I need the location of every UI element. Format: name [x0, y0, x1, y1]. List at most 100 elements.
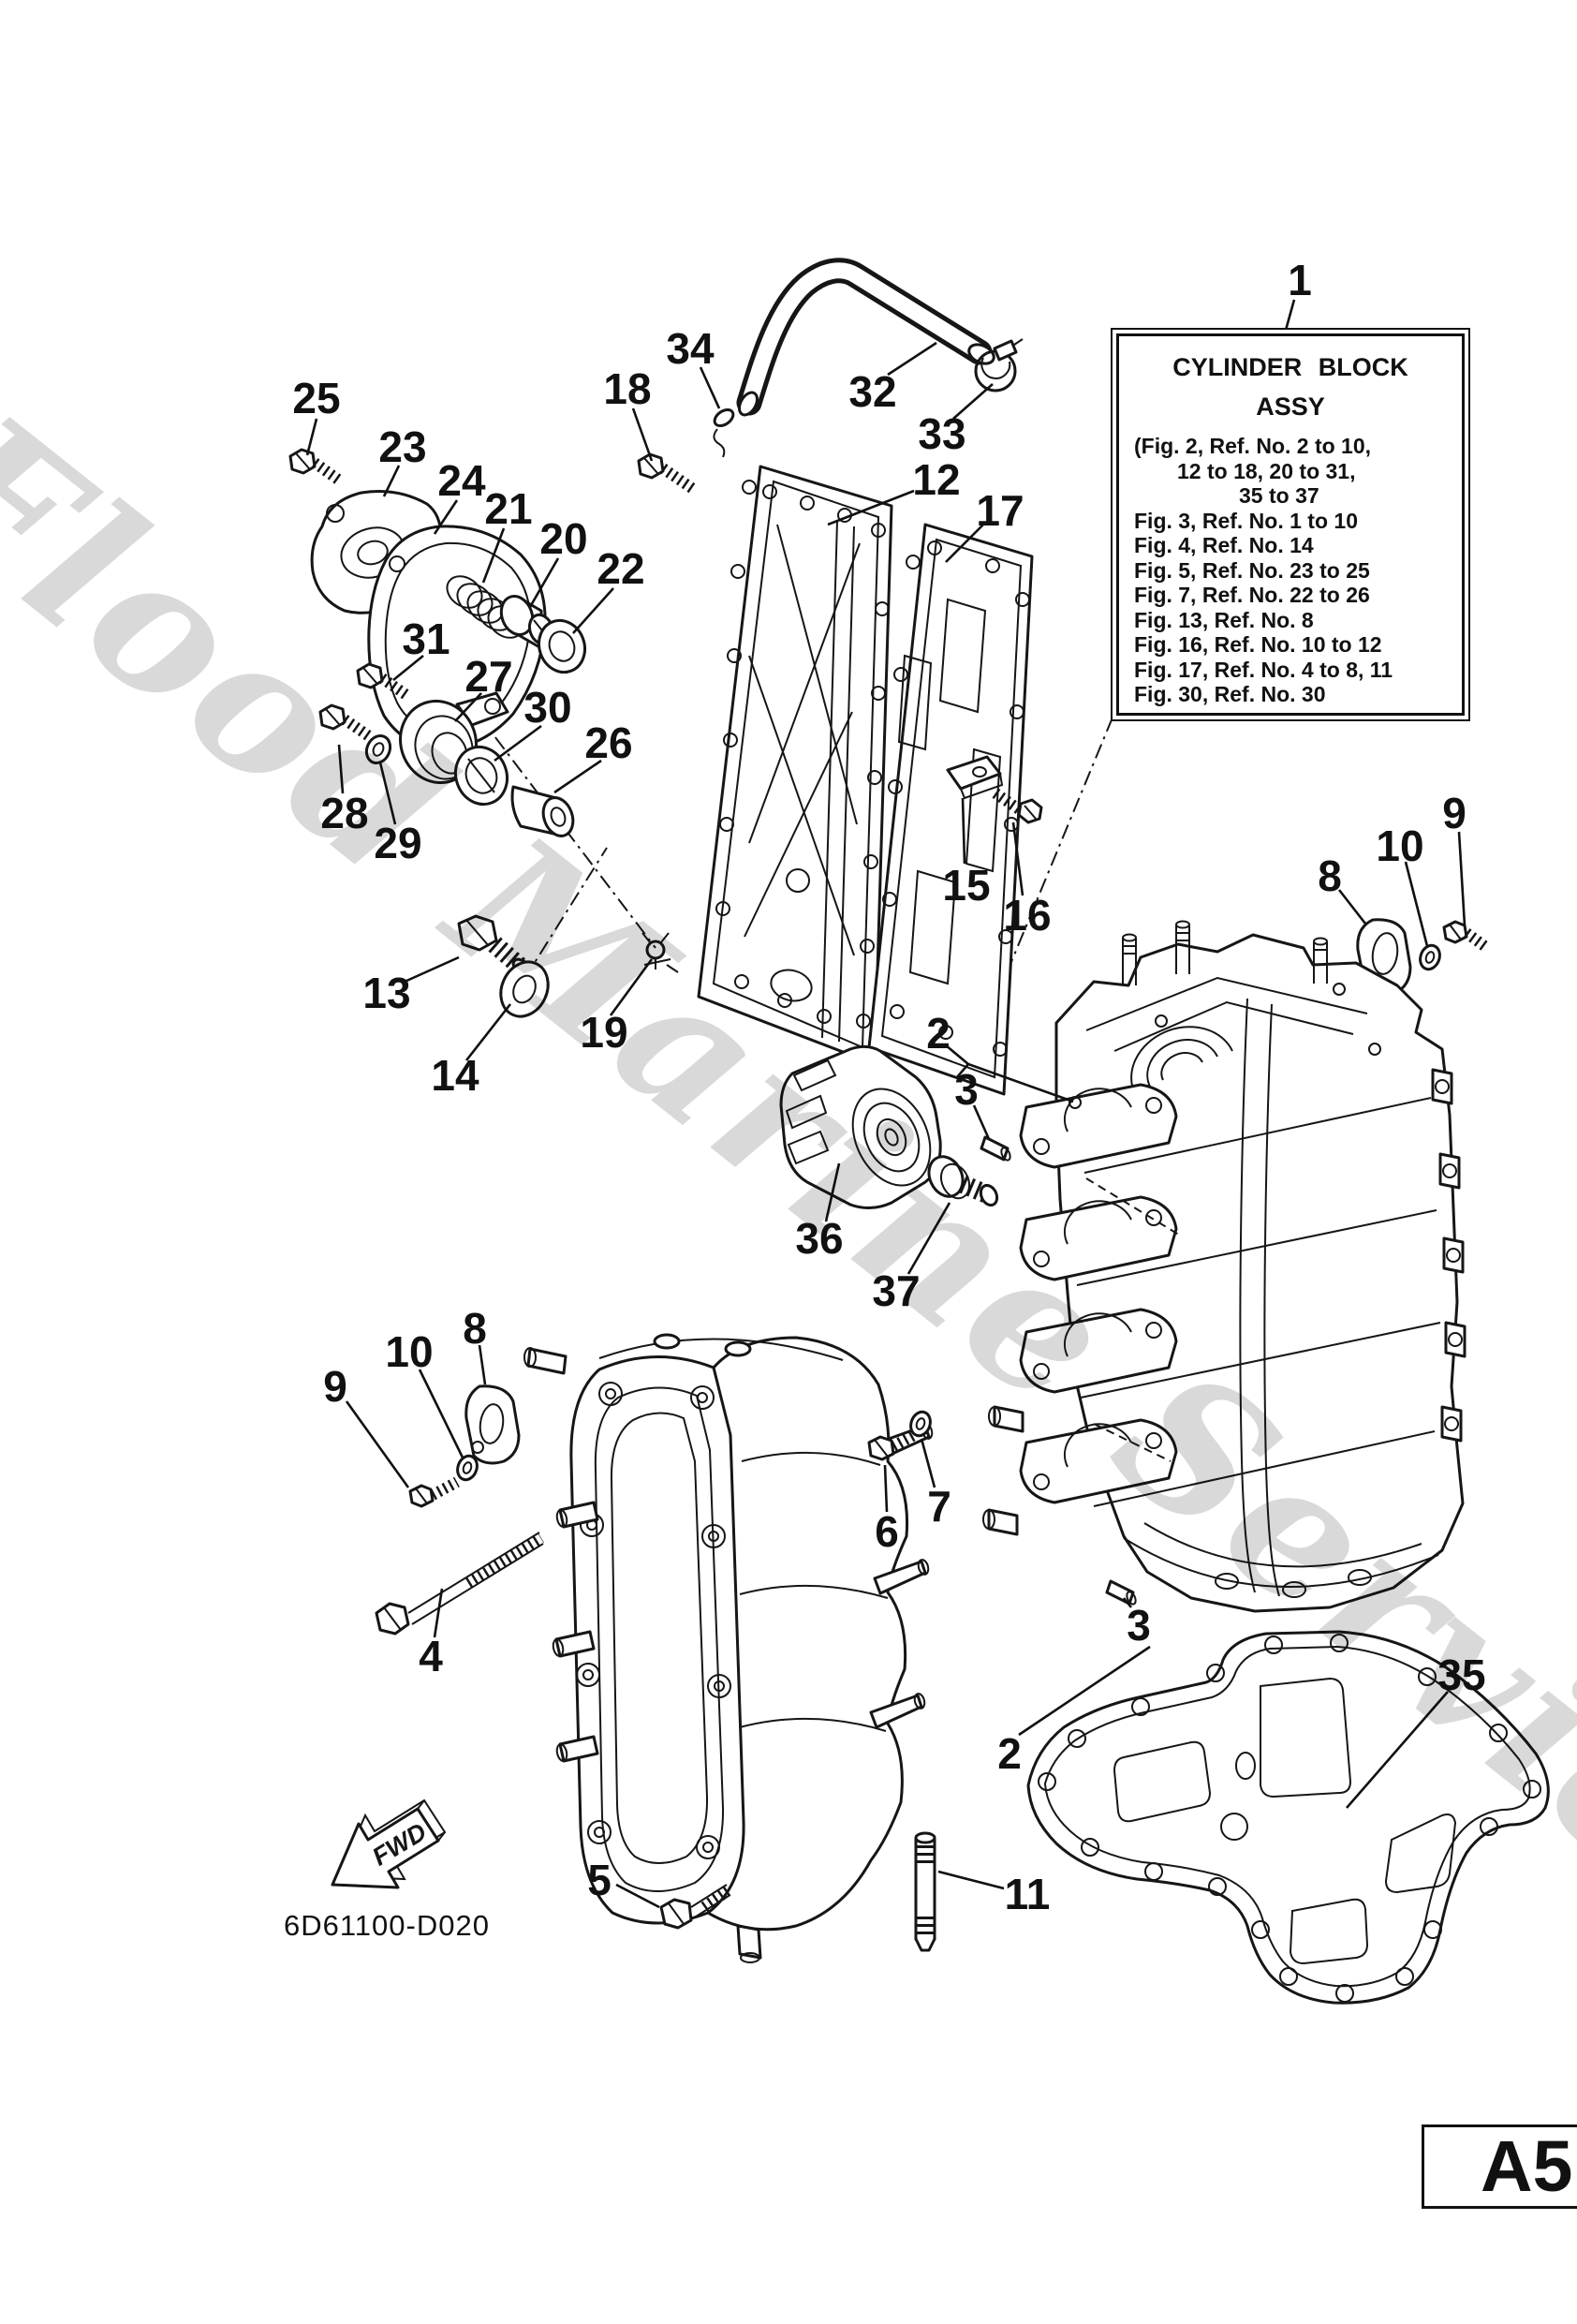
leader-line: [404, 955, 460, 984]
leader-line: [1457, 831, 1466, 926]
info-box-ref-line: Fig. 5, Ref. No. 23 to 25: [1134, 557, 1370, 583]
callout-4: 4: [419, 1632, 443, 1680]
callout-35: 35: [1437, 1650, 1485, 1699]
callout-17: 17: [976, 486, 1024, 535]
leader-line: [572, 587, 614, 634]
callout-2: 2: [997, 1729, 1022, 1778]
exhaust-cover-gasket: [867, 523, 1034, 1096]
callout-26: 26: [584, 718, 632, 767]
callout-3: 3: [1127, 1601, 1151, 1650]
info-box-title-line: CYLINDER BLOCK: [1172, 353, 1408, 381]
callout-2: 2: [926, 1009, 951, 1058]
leader-line: [1018, 1645, 1151, 1737]
leader-line: [920, 1438, 936, 1488]
callout-32: 32: [848, 367, 896, 416]
callout-31: 31: [402, 614, 450, 663]
leader-line: [1283, 299, 1296, 334]
callout-8: 8: [1318, 851, 1342, 900]
bolt-28: [318, 703, 373, 741]
clip-19: [641, 932, 679, 973]
callout-19: 19: [580, 1008, 627, 1057]
leader-line: [494, 724, 542, 762]
leader-layer: [305, 299, 1466, 1909]
fwd-arrow: FWD: [331, 1799, 447, 1889]
leader-line: [378, 762, 397, 825]
leader-line: [609, 958, 654, 1016]
page-label-box: A5: [1422, 2124, 1577, 2209]
info-box-ref-line: Fig. 13, Ref. No. 8: [1134, 607, 1314, 632]
callout-8: 8: [463, 1304, 487, 1353]
callout-9: 9: [323, 1362, 347, 1411]
leader-line: [337, 744, 345, 794]
oil-filter: [779, 1044, 942, 1209]
callout-21: 21: [484, 484, 532, 533]
info-box-ref-line: 12 to 18, 20 to 31,: [1177, 458, 1356, 483]
bolt-6: [867, 1429, 917, 1461]
callout-11: 11: [1005, 1870, 1051, 1918]
callout-30: 30: [523, 683, 571, 732]
leader-line: [345, 1400, 410, 1488]
leader-line: [967, 1062, 1074, 1103]
callout-6: 6: [875, 1507, 899, 1556]
info-box-ref-line: Fig. 3, Ref. No. 1 to 10: [1134, 508, 1358, 533]
washer-10-left: [456, 1454, 479, 1482]
info-box-ref-line: Fig. 17, Ref. No. 4 to 8, 11: [1134, 657, 1393, 682]
leader-line: [478, 1344, 487, 1385]
washer-29: [364, 733, 392, 765]
bolt-18: [637, 452, 697, 494]
washer-10-right: [1419, 943, 1441, 971]
bracket-15: [946, 755, 1004, 800]
leader-line: [945, 524, 984, 563]
bolt-16: [991, 788, 1043, 824]
leader-line: [699, 366, 721, 409]
leader-line: [887, 341, 937, 377]
leader-line: [1404, 861, 1429, 947]
leader-line: [433, 499, 459, 535]
long-bolt-4: [375, 1532, 545, 1636]
page-label-text: A5: [1481, 2125, 1573, 2207]
leader-line: [952, 383, 994, 420]
callout-28: 28: [320, 789, 368, 837]
hose-fitting: [713, 407, 735, 458]
bolt-31: [356, 662, 410, 700]
callout-15: 15: [942, 861, 990, 910]
leader-line: [481, 527, 506, 584]
hose-clamp: [974, 338, 1024, 392]
callout-27: 27: [464, 652, 512, 701]
callout-5: 5: [587, 1856, 612, 1904]
callout-3: 3: [954, 1065, 979, 1114]
leader-line: [433, 1588, 444, 1638]
plug-washer: [499, 960, 550, 1018]
dowel-pin-upper: [980, 1135, 1011, 1162]
thermostat-seal: [537, 618, 587, 674]
leader-line: [972, 1104, 991, 1140]
info-box-ref-lines: (Fig. 2, Ref. No. 2 to 10,12 to 18, 20 t…: [1119, 434, 1462, 707]
cylinder-body-left: [523, 1333, 934, 1963]
callout-7: 7: [927, 1482, 951, 1531]
leader-line: [528, 557, 560, 608]
outlet-seal: [454, 745, 508, 807]
callout-14: 14: [431, 1051, 479, 1100]
callout-29: 29: [374, 819, 421, 867]
info-box-ref-line: Fig. 4, Ref. No. 14: [1134, 533, 1314, 557]
callout-36: 36: [795, 1214, 843, 1263]
leader-line: [824, 1162, 841, 1222]
callout-16: 16: [1003, 891, 1051, 940]
bolt-5: [659, 1884, 732, 1930]
stud-11: [914, 1831, 936, 1952]
callout-18: 18: [603, 364, 651, 413]
callout-9: 9: [1442, 789, 1466, 837]
leader-line: [1337, 889, 1367, 925]
leader-line: [827, 489, 915, 526]
callout-1: 1: [1288, 256, 1312, 304]
exhaust-cover-plate: [697, 465, 893, 1066]
leader-line: [382, 465, 401, 497]
callout-layer: 1343233181217252324212022312730262829131…: [292, 256, 1485, 1918]
callout-33: 33: [918, 409, 965, 458]
leader-line: [945, 1044, 969, 1065]
info-box-ref-line: Fig. 30, Ref. No. 30: [1134, 682, 1326, 706]
drawing-code: 6D61100-D020: [284, 1909, 490, 1942]
callout-12: 12: [912, 455, 960, 504]
